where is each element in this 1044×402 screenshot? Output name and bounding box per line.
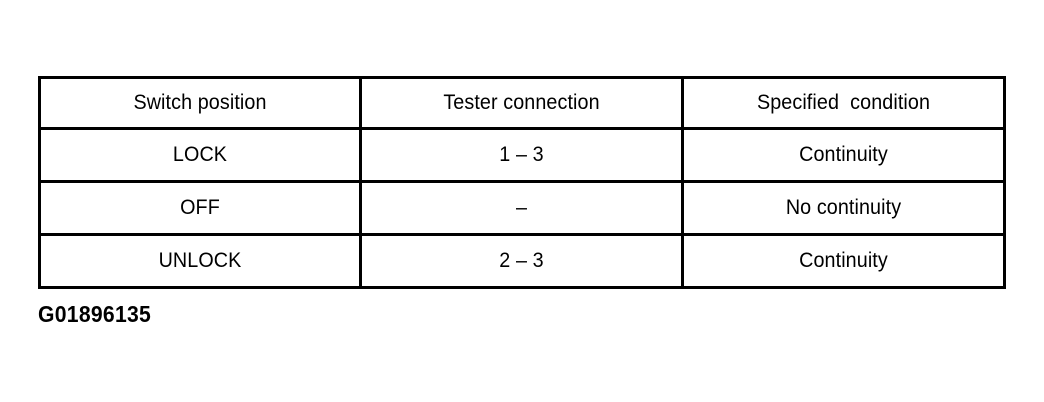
value-switch-position: LOCK xyxy=(172,142,228,166)
table-row: UNLOCK 2 – 3 Continuity xyxy=(38,233,1006,289)
cell-tester-connection: 2 – 3 xyxy=(359,233,684,289)
cell-tester-connection: 1 – 3 xyxy=(359,127,684,183)
cell-tester-connection: – xyxy=(359,180,684,236)
value-specified-condition: Continuity xyxy=(799,142,888,166)
header-cell-switch-position: Switch position xyxy=(38,76,362,130)
cell-specified-condition: Continuity xyxy=(681,233,1006,289)
value-switch-position: OFF xyxy=(180,195,220,219)
figure-id-caption: G01896135 xyxy=(38,301,152,327)
header-label-specified-condition: Specified condition xyxy=(756,90,931,114)
value-specified-condition: No continuity xyxy=(785,195,902,219)
header-cell-specified-condition: Specified condition xyxy=(681,76,1006,130)
cell-specified-condition: No continuity xyxy=(681,180,1006,236)
cell-specified-condition: Continuity xyxy=(681,127,1006,183)
value-specified-condition: Continuity xyxy=(799,248,888,272)
header-label-switch-position: Switch position xyxy=(133,90,267,114)
specification-table: Switch position Tester connection Specif… xyxy=(38,76,1006,289)
header-label-tester-connection: Tester connection xyxy=(443,90,600,114)
table-row: OFF – No continuity xyxy=(38,180,1006,236)
cell-switch-position: LOCK xyxy=(38,127,362,183)
value-tester-connection: – xyxy=(515,195,528,219)
value-switch-position: UNLOCK xyxy=(158,248,242,272)
cell-switch-position: OFF xyxy=(38,180,362,236)
table-header-row: Switch position Tester connection Specif… xyxy=(38,76,1006,130)
table-row: LOCK 1 – 3 Continuity xyxy=(38,127,1006,183)
value-tester-connection: 1 – 3 xyxy=(499,142,544,166)
cell-switch-position: UNLOCK xyxy=(38,233,362,289)
value-tester-connection: 2 – 3 xyxy=(499,248,544,272)
header-cell-tester-connection: Tester connection xyxy=(359,76,684,130)
